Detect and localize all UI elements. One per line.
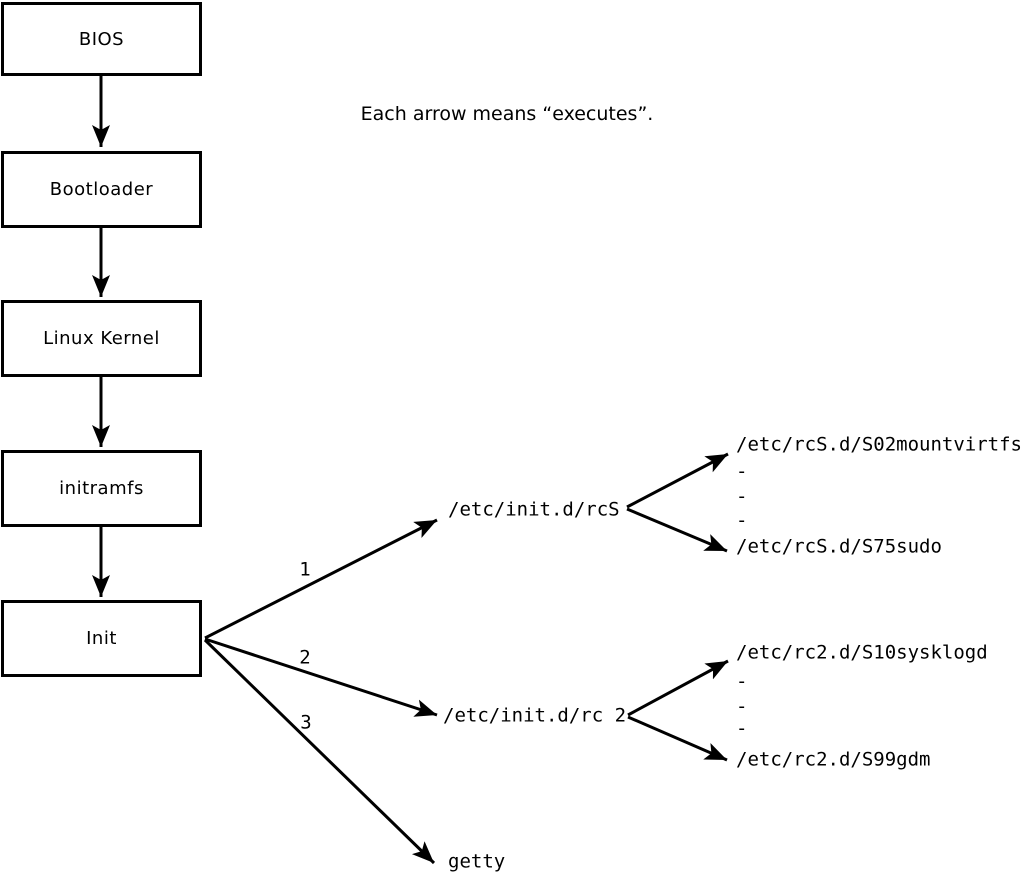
label-rc2-s99gdm: /etc/rc2.d/S99gdm: [736, 748, 931, 771]
arrow-init-to-rc2: [204, 637, 438, 717]
box-init-label: Init: [86, 628, 117, 649]
arrow-rcs-to-s02mountvirtfs: [626, 452, 729, 509]
label-getty: getty: [448, 850, 506, 873]
box-linux-kernel-label: Linux Kernel: [43, 328, 160, 349]
box-bootloader: Bootloader: [1, 151, 202, 228]
label-rcs-ellipsis-dash-3: -: [736, 509, 748, 532]
label-init-d-rc2: /etc/init.d/rc 2: [443, 704, 627, 727]
label-rc2-ellipsis-dash-1: -: [736, 670, 748, 693]
box-linux-kernel: Linux Kernel: [1, 300, 202, 377]
edge-label-1: 1: [299, 558, 311, 581]
box-initramfs-label: initramfs: [59, 478, 144, 499]
label-rc2-ellipsis-dash-3: -: [736, 717, 748, 740]
edge-label-3: 3: [300, 711, 312, 734]
arrow-rc2-to-s99gdm: [627, 715, 728, 762]
arrow-init-to-rcs: [204, 518, 438, 640]
edge-label-2: 2: [299, 646, 311, 669]
diagram-caption: Each arrow means “executes”.: [360, 103, 654, 125]
label-rcs-ellipsis-dash-2: -: [736, 485, 748, 508]
box-bios: BIOS: [1, 2, 202, 76]
box-initramfs: initramfs: [1, 450, 202, 527]
label-rc2-ellipsis-dash-2: -: [736, 695, 748, 718]
arrow-init-to-getty: [203, 638, 436, 865]
label-rc2-s10sysklogd: /etc/rc2.d/S10sysklogd: [736, 641, 988, 664]
arrow-rc2-to-s10sysklogd: [627, 659, 729, 717]
box-bootloader-label: Bootloader: [49, 179, 154, 200]
label-rcs-s75sudo: /etc/rcS.d/S75sudo: [736, 535, 942, 558]
box-init: Init: [1, 600, 202, 677]
box-bios-label: BIOS: [78, 28, 125, 50]
arrow-rcs-to-s75sudo: [626, 507, 728, 553]
label-rcs-ellipsis-dash-1: -: [736, 460, 748, 483]
label-init-d-rcs: /etc/init.d/rcS: [448, 498, 620, 521]
label-rcs-s02mountvirtfs: /etc/rcS.d/S02mountvirtfs: [736, 433, 1022, 456]
